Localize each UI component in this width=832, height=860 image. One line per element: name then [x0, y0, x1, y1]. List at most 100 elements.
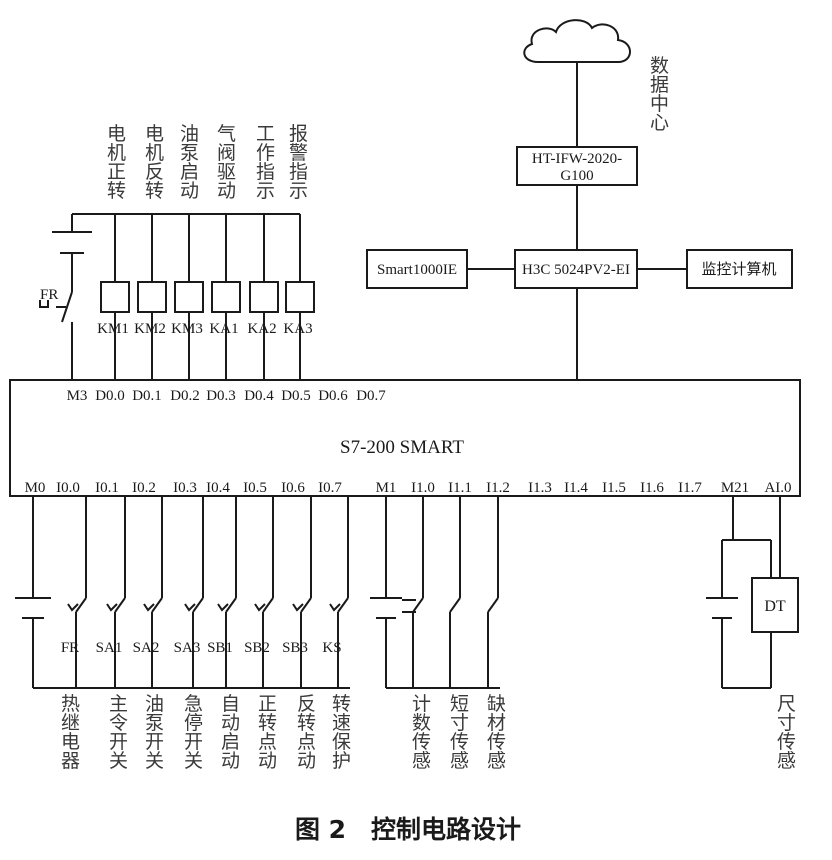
input-switch-label: SB2: [244, 640, 270, 656]
cloud-icon: [523, 19, 631, 63]
output-function-label: 工作指示: [256, 123, 275, 202]
plc-output-terminal: D0.6: [318, 388, 348, 404]
switch-actuator: [292, 603, 304, 612]
relay-coil: [137, 281, 167, 313]
plc-input-terminal: I0.6: [281, 480, 305, 496]
relay-coil-label: KM2: [134, 321, 166, 337]
plc-input-terminal: I1.0: [411, 480, 435, 496]
plc-input-terminal: M1: [376, 480, 397, 496]
relay-coil: [249, 281, 279, 313]
switch-contact-blade: [192, 597, 204, 613]
dt-label: DT: [764, 598, 786, 615]
plc-output-terminal: D0.3: [206, 388, 236, 404]
firewall-label-line2: G100: [560, 168, 593, 184]
plc-input-terminal: M21: [721, 480, 749, 496]
switch-actuator: [67, 603, 79, 612]
network-section: HT-IFW-2020- G100 H3C 5024PV2-EI Smart10…: [366, 19, 793, 380]
input-function-label: 反转点动: [297, 693, 316, 772]
plc-input-terminal: I1.2: [486, 480, 510, 496]
plc-input-terminal: I1.6: [640, 480, 664, 496]
relay-coil: [211, 281, 241, 313]
switch-actuator: [143, 603, 155, 612]
input-function-label: 计数传感: [412, 693, 431, 772]
input-function-label: 转速保护: [332, 693, 351, 772]
switch-contact-blade: [114, 597, 126, 613]
plc-input-terminal: I0.7: [318, 480, 342, 496]
relay-coil: [100, 281, 130, 313]
switch-contact-blade: [225, 597, 237, 613]
relay-coil-label: KM1: [97, 321, 129, 337]
switch-contact-blade: [337, 597, 349, 613]
plc-output-terminal: D0.5: [281, 388, 311, 404]
plc-output-terminal: D0.2: [170, 388, 200, 404]
input-switch-label: SA3: [174, 640, 201, 656]
plc-input-terminal: I0.2: [132, 480, 156, 496]
fr-contact-blade: [61, 291, 73, 323]
input-switch-label: SB3: [282, 640, 308, 656]
relay-coil: [285, 281, 315, 313]
input-function-label: 油泵开关: [145, 693, 164, 772]
switch-label: H3C 5024PV2-EI: [522, 262, 630, 278]
fr-thermal-symbol: [39, 300, 49, 308]
input-switch-label: FR: [61, 640, 79, 656]
relay-coil-label: KA3: [283, 321, 312, 337]
input-function-label: 缺材传感: [487, 693, 506, 772]
sensor-contact-blade: [487, 597, 499, 613]
output-function-label: 电机反转: [145, 123, 164, 202]
plc-input-terminal: I0.0: [56, 480, 80, 496]
plc-input-terminal: I1.7: [678, 480, 702, 496]
switch-actuator: [254, 603, 266, 612]
plc-box: [9, 379, 801, 497]
relay-coil: [174, 281, 204, 313]
relay-coil-label: KA1: [209, 321, 238, 337]
monitor-box: [686, 249, 793, 289]
plc-input-terminal: I0.1: [95, 480, 119, 496]
hmi-label: Smart1000IE: [377, 262, 457, 278]
input-function-label: 自动启动: [221, 693, 240, 772]
switch-actuator: [217, 603, 229, 612]
input-function-label: 主令开关: [109, 693, 128, 772]
plc-output-terminal: D0.7: [356, 388, 386, 404]
input-switch-label: KS: [322, 640, 341, 656]
monitor-label: 监控计算机: [701, 260, 776, 278]
firewall-label-line1: HT-IFW-2020-: [532, 151, 622, 167]
plc-output-terminal: D0.4: [244, 388, 274, 404]
relay-coil-label: KA2: [247, 321, 276, 337]
switch-actuator: [106, 603, 118, 612]
sensor-contact-blade: [412, 597, 424, 613]
plc-output-terminal: D0.1: [132, 388, 162, 404]
analog-function-label: 尺寸传感: [777, 693, 796, 772]
input-function-label: 短寸传感: [450, 693, 469, 772]
input-switch-label: SA2: [133, 640, 160, 656]
input-function-label: 正转点动: [258, 693, 277, 772]
switch-contact-blade: [75, 597, 87, 613]
switch-actuator: [184, 603, 196, 612]
figure-caption: 图 2 控制电路设计: [295, 815, 521, 844]
sensor-contact-blade: [449, 597, 461, 613]
plc-input-terminal: AI.0: [764, 480, 791, 496]
output-function-label: 报警指示: [289, 123, 308, 202]
plc-name: S7-200 SMART: [340, 437, 464, 458]
switch-contact-blade: [300, 597, 312, 613]
dt-sensor-box: [751, 577, 799, 633]
input-switch-label: SB1: [207, 640, 233, 656]
switch-contact-blade: [151, 597, 163, 613]
plc-input-terminal: I0.4: [206, 480, 230, 496]
input-function-label: 急停开关: [184, 693, 203, 772]
plc-input-terminal: I0.5: [243, 480, 267, 496]
plc-input-terminal: I0.3: [173, 480, 197, 496]
cloud-label-vertical: 数据中心: [650, 55, 669, 134]
output-function-label: 气阀驱动: [217, 123, 236, 202]
plc-input-terminal: I1.4: [564, 480, 588, 496]
switch-contact-blade: [262, 597, 274, 613]
relay-coil-label: KM3: [171, 321, 203, 337]
plc-output-terminal: D0.0: [95, 388, 125, 404]
plc-input-terminal: M0: [25, 480, 46, 496]
plc-input-terminal: I1.5: [602, 480, 626, 496]
plc-input-terminals: M0 I0.0 I0.1 I0.2 I0.3 I0.4 I0.5 I0.6 I0.7 M1 I1.0…: [25, 480, 792, 496]
output-function-label: 油泵启动: [180, 123, 199, 202]
input-switch-label: SA1: [96, 640, 123, 656]
